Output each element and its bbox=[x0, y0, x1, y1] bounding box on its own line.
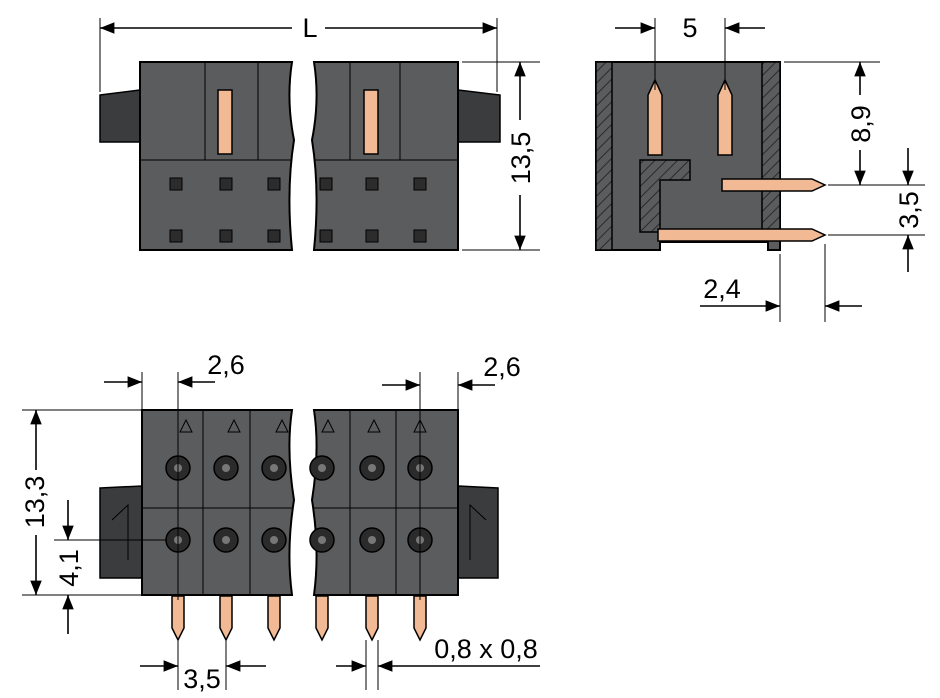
front-view: L 13,5 bbox=[99, 13, 540, 251]
left-flange bbox=[99, 485, 143, 579]
dim-pin-length: 4,1 bbox=[54, 549, 84, 587]
dim-row-spacing: 3,5 bbox=[894, 191, 924, 229]
front-housing-right bbox=[310, 61, 459, 251]
dim-pin-size: 0,8 x 0,8 bbox=[434, 634, 538, 664]
bottom-view: 2,6 2,6 13,3 4,1 3,5 0,8 x 0,8 bbox=[20, 350, 540, 694]
right-latch bbox=[457, 89, 501, 143]
dim-pitch-bottom: 3,5 bbox=[183, 664, 221, 694]
side-housing bbox=[595, 61, 781, 251]
side-pin-2 bbox=[717, 78, 733, 156]
dim-height-bottom: 13,3 bbox=[20, 476, 50, 529]
left-latch bbox=[99, 89, 141, 143]
side-view: 5 8,9 3,5 2,4 bbox=[595, 13, 925, 322]
side-pin-1 bbox=[647, 78, 663, 156]
dim-height-pin: 8,9 bbox=[846, 105, 876, 143]
dim-height-front: 13,5 bbox=[506, 132, 536, 185]
front-housing-left bbox=[139, 61, 296, 251]
dim-flange-right: 2,6 bbox=[483, 352, 521, 382]
dim-length: L bbox=[302, 13, 317, 43]
dim-pitch-side: 5 bbox=[682, 13, 697, 43]
front-pin-2 bbox=[363, 89, 379, 155]
front-pin-1 bbox=[217, 89, 233, 155]
dim-flange-left: 2,6 bbox=[207, 350, 245, 380]
bottom-housing-left bbox=[141, 409, 296, 596]
dim-offset-side: 2,4 bbox=[703, 274, 741, 304]
side-pin-upper bbox=[721, 178, 827, 192]
bottom-housing-right bbox=[310, 409, 459, 596]
right-flange bbox=[457, 485, 499, 579]
side-pin-lower bbox=[657, 228, 827, 242]
bottom-pins bbox=[171, 595, 427, 642]
